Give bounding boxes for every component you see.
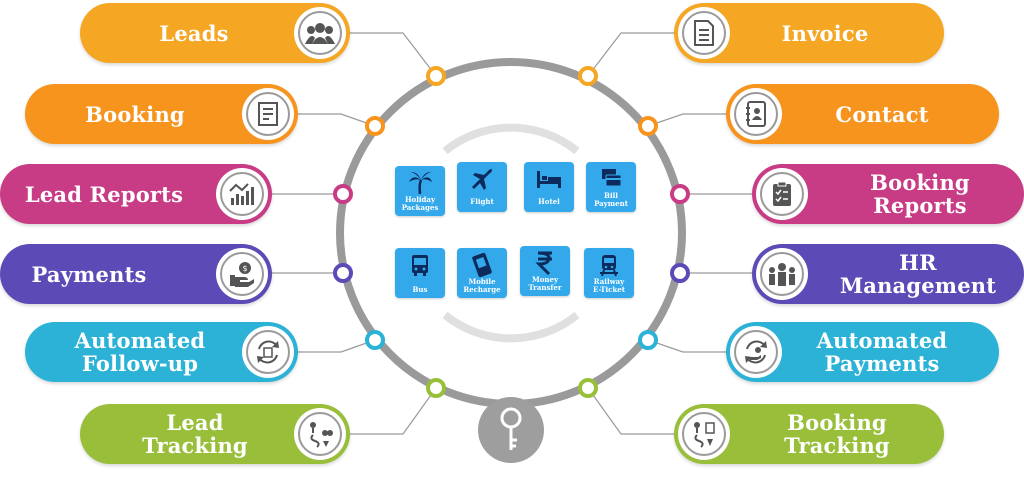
connector-line [297,339,376,353]
service-tile-bus: Bus [395,248,445,298]
key-icon [478,397,544,463]
pill-label: Automated Payments [792,322,972,382]
ring-node [426,66,446,86]
follow-up-cycle-icon [242,326,294,378]
outer-ring [336,58,686,408]
label-line: Follow-up [81,351,199,376]
ring-node [426,378,446,398]
tile-label: Railway [593,277,625,286]
clipboard-checklist-icon [756,168,808,220]
connector-line [346,32,437,77]
tile-label: Bill [604,191,618,200]
pill-label: Invoice [781,20,869,46]
auto-payment-cycle-icon [730,326,782,378]
connector-line [587,387,678,435]
connector-line [346,387,437,435]
tile-label: Bus [412,285,428,294]
pill-contact: Contact [726,84,999,144]
connector-line [587,32,678,77]
ring-node [578,378,598,398]
service-tile-flight: Flight [457,162,507,212]
pill-lead-reports: Lead Reports [0,164,272,224]
pill-label: HR Management [839,250,997,298]
label-line: Automated [74,328,206,353]
train-icon [584,252,634,278]
pill-invoice: Invoice [674,3,944,63]
airplane-icon [457,166,507,192]
inner-arc-bottom [442,311,580,343]
ring-node [670,263,690,283]
pill-booking: Booking [25,84,298,144]
pill-label: Lead Tracking [142,410,248,458]
tile-label: Holiday [404,195,436,204]
connector-line [647,113,727,127]
bill-card-icon [586,166,636,192]
service-tile-hotel: Hotel [524,162,574,212]
pill-label: Booking Reports [870,170,970,218]
pill-label: Booking [85,101,185,127]
tracking-route-icon [294,408,346,460]
ring-node [638,330,658,350]
pill-booking-tracking: Booking Tracking [674,404,944,464]
connector-line [647,339,727,353]
ring-node [333,263,353,283]
inner-arc-top [442,123,580,155]
booking-form-icon [242,88,294,140]
pill-automated-payments: Automated Payments [726,322,999,382]
svg-text:$: $ [242,264,247,273]
pill-hr-management: HR Management [752,244,1024,304]
group-icon [294,7,346,59]
contact-book-icon [730,88,782,140]
tile-label: Payment [594,199,628,208]
ring-node [365,116,385,136]
ring-node [670,184,690,204]
ring-node [638,116,658,136]
pill-lead-tracking: Lead Tracking [80,404,350,464]
label-line: Payments [824,351,940,376]
booking-route-icon [678,408,730,460]
tile-label: Recharge [463,285,501,294]
mobile-phone-icon [457,252,507,278]
palm-tree-icon [395,170,445,196]
ring-node [333,184,353,204]
label-line: Automated [816,328,948,353]
tile-label: Money [531,275,559,284]
ring-node [578,66,598,86]
tile-label: E-Ticket [593,285,625,294]
invoice-document-icon [678,7,730,59]
tile-label: Mobile [468,277,496,286]
pill-booking-reports: Booking Reports [752,164,1024,224]
pill-label: Automated Follow-up [55,322,225,382]
pill-label: Leads [159,20,229,46]
pill-label: Contact [835,101,929,127]
pill-leads: Leads [80,3,350,63]
pill-label: Lead Reports [24,181,184,207]
ring-node [365,330,385,350]
bus-icon [395,252,445,278]
pill-automated-follow-up: Automated Follow-up [25,322,298,382]
pill-label: Payments [31,261,147,287]
bed-icon [524,166,574,192]
pill-payments: Payments $ [0,244,272,304]
hand-coin-icon: $ [216,248,268,300]
rupee-icon [520,250,570,276]
tile-label: Transfer [528,283,562,292]
tile-label: Hotel [538,197,560,206]
team-people-icon [756,248,808,300]
pill-label: Booking Tracking [784,410,890,458]
connector-line [297,113,376,127]
growth-chart-icon [216,168,268,220]
tile-label: Packages [401,203,439,212]
tile-label: Flight [470,197,494,206]
